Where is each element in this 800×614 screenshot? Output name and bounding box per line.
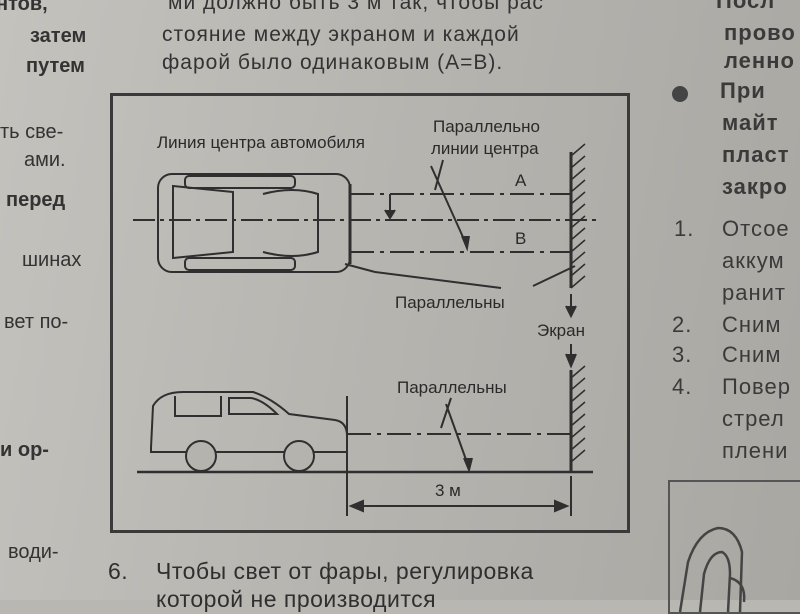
right-text-line: аккум (722, 248, 785, 273)
top-text-line: ми должно быть 3 м так, чтобы рас (168, 0, 544, 14)
top-text-line: фарой было одинаковым (A=B). (162, 51, 504, 74)
right-text-line: При (720, 78, 766, 103)
right-text-line: стрел (722, 406, 785, 431)
left-text-line: води- (8, 541, 59, 563)
right-text-line: Повер (722, 374, 791, 399)
wheel-rear (283, 440, 315, 472)
list-number: 4. (672, 374, 693, 399)
left-text-line: и ор- (0, 439, 49, 461)
left-text-line: путем (26, 55, 85, 77)
list-number: 6. (108, 558, 129, 584)
label-parallel-top: Параллельны (395, 293, 505, 312)
right-text-line: Сним (722, 342, 782, 367)
bottom-text-line: Чтобы свет от фары, регулировка (156, 558, 534, 584)
right-text-line: Сним (722, 312, 782, 337)
label-screen: Экран (537, 321, 585, 340)
bullet-icon (672, 86, 688, 102)
right-text-line: майт (722, 110, 779, 135)
right-text-line: закро (722, 174, 788, 199)
left-text-line: нтов, (0, 0, 48, 15)
label-distance: 3 м (435, 481, 461, 500)
car-side-view (150, 391, 348, 453)
label-parallel-bottom: Параллельны (397, 378, 507, 397)
right-text-line: прово (724, 20, 796, 45)
wheel-front (185, 440, 217, 472)
partial-figure-panel (668, 480, 800, 614)
label-parallel-center-line1: Параллельно (433, 117, 540, 136)
label-a: A (515, 171, 527, 190)
left-text-line: шинах (22, 249, 82, 271)
list-number: 3. (672, 342, 693, 367)
right-text-line: ранит (722, 280, 786, 305)
left-text-line: вет по- (4, 311, 69, 333)
label-center-line: Линия центра автомобиля (157, 133, 365, 152)
partial-figure-drawing (678, 526, 746, 612)
left-text-line: затем (30, 25, 87, 47)
label-parallel-center-line2: линии центра (431, 139, 539, 158)
left-text-line: ами. (24, 149, 66, 171)
left-text-line: ть све- (0, 121, 64, 143)
list-number: 2. (672, 312, 693, 337)
right-text-line: пласт (722, 142, 790, 167)
headlight-alignment-figure: Линия центра автомобиля Параллельно лини… (110, 93, 630, 533)
left-text-line: перед (6, 189, 66, 211)
right-text-line: Посл (716, 0, 776, 13)
label-b: B (515, 229, 527, 248)
figure-drawing (133, 143, 601, 516)
list-number: 1. (674, 216, 695, 241)
top-text-line: стояние между экраном и каждой (162, 23, 520, 46)
right-text-line: ленно (724, 48, 795, 73)
right-text-line: Отсое (722, 216, 790, 241)
right-text-line: плени (722, 438, 789, 463)
